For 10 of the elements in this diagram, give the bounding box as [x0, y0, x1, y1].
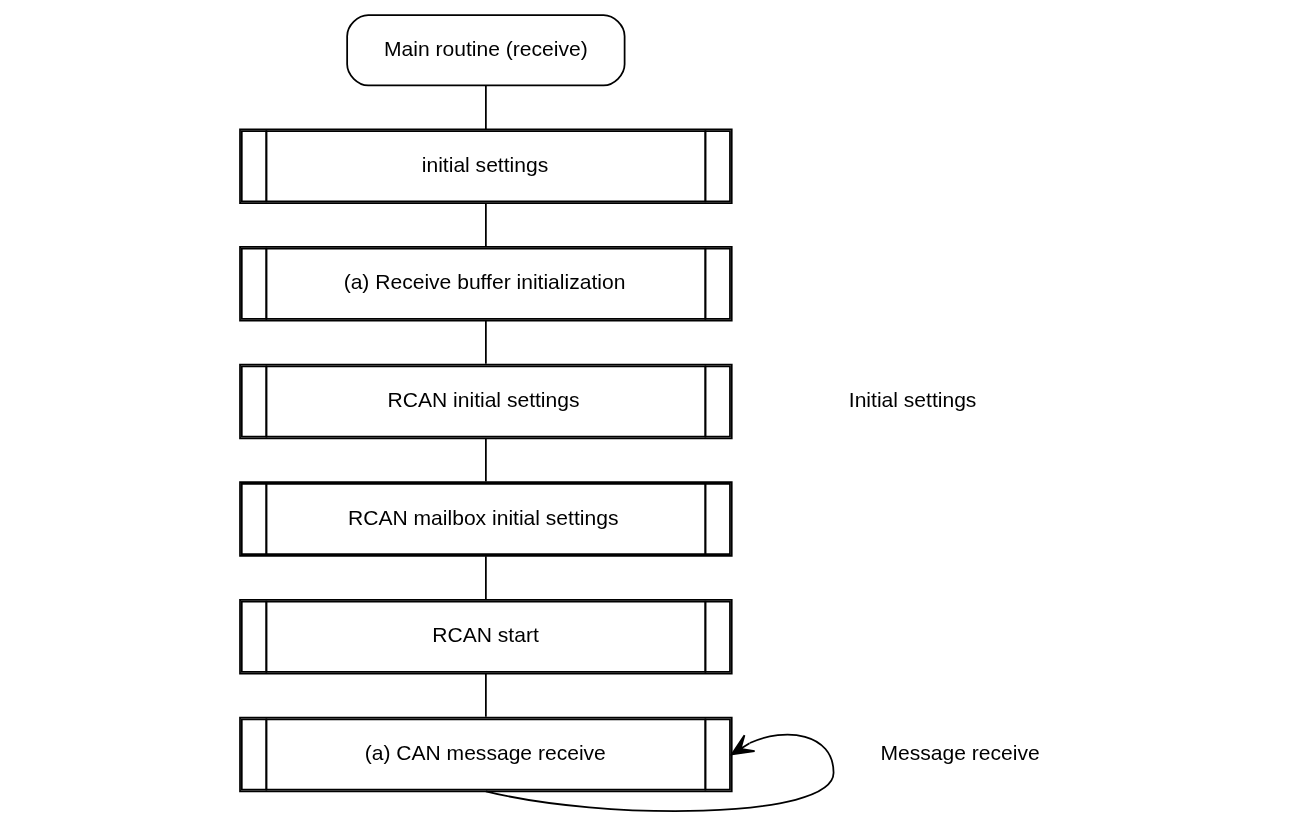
arrow [485, 733, 835, 812]
connector [485, 84, 487, 130]
label: Message receive [880, 740, 1040, 764]
label: Initial settings [848, 387, 977, 411]
connector [485, 202, 487, 248]
node-box: Main routine (receive) [346, 14, 626, 87]
connector [485, 320, 487, 365]
connector [485, 555, 487, 601]
connector [485, 673, 487, 718]
connector [485, 437, 487, 483]
